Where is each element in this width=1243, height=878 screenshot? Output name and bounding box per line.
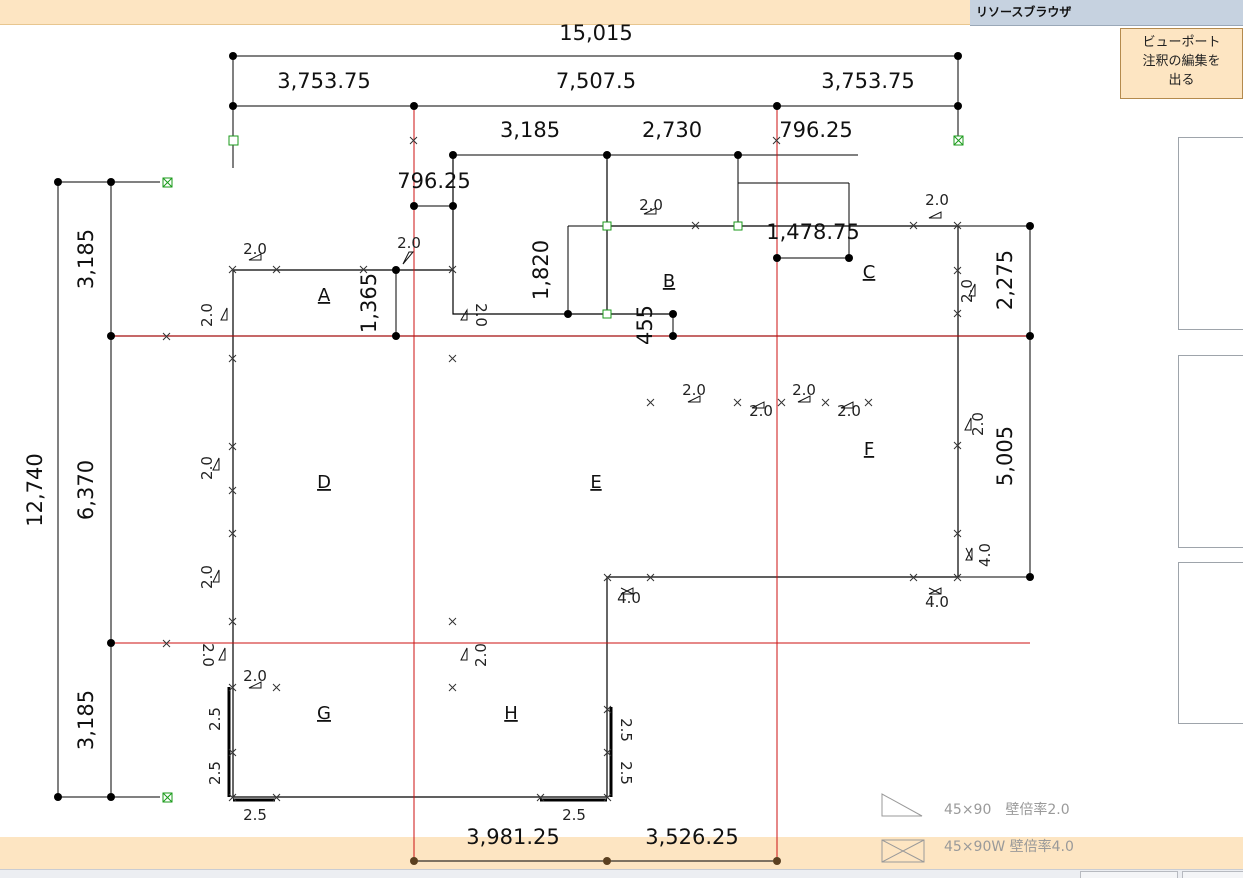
dim-left-bottom: 3,185 [74, 690, 98, 750]
dim-right-upper: 2,275 [993, 250, 1017, 310]
room-label-b: B [663, 271, 675, 292]
svg-text:2.5: 2.5 [206, 761, 224, 785]
green-markers[interactable] [162, 135, 964, 803]
dim-top-center: 7,507.5 [556, 69, 636, 93]
double-walls [227, 687, 613, 802]
dim-left-middle: 6,370 [74, 460, 98, 520]
dimension-labels: 15,015 3,753.75 7,507.5 3,753.75 3,185 2… [23, 21, 1017, 849]
svg-text:2.0: 2.0 [682, 381, 706, 399]
exit-viewport-annotation-button[interactable]: ビューポート 注釈の編集を 出る [1120, 28, 1243, 99]
room-labels: A B C D E F G H [317, 262, 875, 724]
resource-browser-title: リソースブラウザ [970, 0, 1243, 26]
svg-text:2.0: 2.0 [749, 402, 773, 420]
dim-overall-width: 15,015 [559, 21, 632, 45]
resource-thumbnail[interactable] [1178, 562, 1243, 724]
cross-markers [162, 136, 962, 802]
svg-text:2.5: 2.5 [206, 707, 224, 731]
svg-text:2.0: 2.0 [243, 667, 267, 685]
brace-legend: 45×90 壁倍率2.0 45×90W 壁倍率4.0 [881, 793, 1074, 863]
dim-left-overall: 12,740 [23, 453, 47, 526]
dim-top-right: 3,753.75 [821, 69, 915, 93]
bottom-ruler-band [0, 837, 1243, 869]
dimension-points [54, 52, 1034, 801]
room-label-c: C [863, 262, 876, 283]
resource-thumbnail[interactable] [1178, 137, 1243, 330]
room-label-g: G [317, 703, 331, 724]
single-brace-legend-icon [881, 793, 923, 817]
legend-single: 45×90 壁倍率2.0 [944, 801, 1070, 818]
status-button[interactable] [1080, 871, 1178, 878]
svg-text:2.5: 2.5 [562, 806, 586, 824]
dim-3185-inner: 3,185 [500, 118, 560, 142]
legend-double: 45×90W 壁倍率4.0 [944, 838, 1074, 855]
svg-text:4.0: 4.0 [925, 593, 949, 611]
svg-text:2.0: 2.0 [397, 234, 421, 252]
room-label-e: E [590, 472, 601, 493]
dimension-lines [57, 55, 1031, 862]
dim-1365: 1,365 [357, 273, 381, 333]
bottom-dimension-points [410, 857, 781, 865]
top-ruler-band [0, 0, 970, 25]
svg-text:2.0: 2.0 [639, 196, 663, 214]
room-label-a: A [318, 285, 331, 306]
dim-796-right: 796.25 [779, 118, 852, 142]
double-brace-legend-icon [881, 839, 925, 863]
dim-bottom-left: 3,981.25 [466, 825, 560, 849]
svg-text:2.0: 2.0 [198, 565, 216, 589]
svg-text:2.0: 2.0 [472, 643, 490, 667]
svg-text:2.5: 2.5 [617, 718, 635, 742]
dim-1478: 1,478.75 [766, 220, 860, 244]
svg-text:2.5: 2.5 [617, 761, 635, 785]
room-label-f: F [864, 439, 874, 460]
dim-1820: 1,820 [529, 240, 553, 300]
dim-455: 455 [633, 305, 657, 345]
room-label-h: H [504, 703, 518, 724]
svg-text:2.0: 2.0 [472, 303, 490, 327]
svg-text:2.5: 2.5 [243, 806, 267, 824]
svg-text:4.0: 4.0 [617, 589, 641, 607]
svg-text:2.0: 2.0 [243, 240, 267, 258]
svg-text:2.0: 2.0 [925, 191, 949, 209]
svg-text:4.0: 4.0 [976, 543, 994, 567]
svg-text:2.0: 2.0 [198, 303, 216, 327]
dim-right-lower: 5,005 [993, 426, 1017, 486]
svg-text:2.0: 2.0 [792, 381, 816, 399]
dim-left-top: 3,185 [74, 229, 98, 289]
svg-text:2.0: 2.0 [199, 643, 217, 667]
dim-2730: 2,730 [642, 118, 702, 142]
dim-bottom-right: 3,526.25 [645, 825, 739, 849]
wall-ratio-labels: 2.0 2.0 2.0 2.0 2.0 2.0 2.0 2.0 2.0 2.0 … [198, 191, 994, 824]
svg-text:2.0: 2.0 [958, 279, 976, 303]
grid-reference-lines [111, 106, 1030, 861]
status-button[interactable] [1182, 871, 1243, 878]
svg-text:2.0: 2.0 [837, 402, 861, 420]
dim-top-left: 3,753.75 [277, 69, 371, 93]
resource-thumbnail[interactable] [1178, 355, 1243, 548]
dim-796-left: 796.25 [397, 169, 470, 193]
status-bar [0, 869, 1243, 878]
room-label-d: D [317, 472, 331, 493]
brace-symbols [212, 207, 976, 689]
svg-text:2.0: 2.0 [969, 412, 987, 436]
svg-text:2.0: 2.0 [198, 456, 216, 480]
